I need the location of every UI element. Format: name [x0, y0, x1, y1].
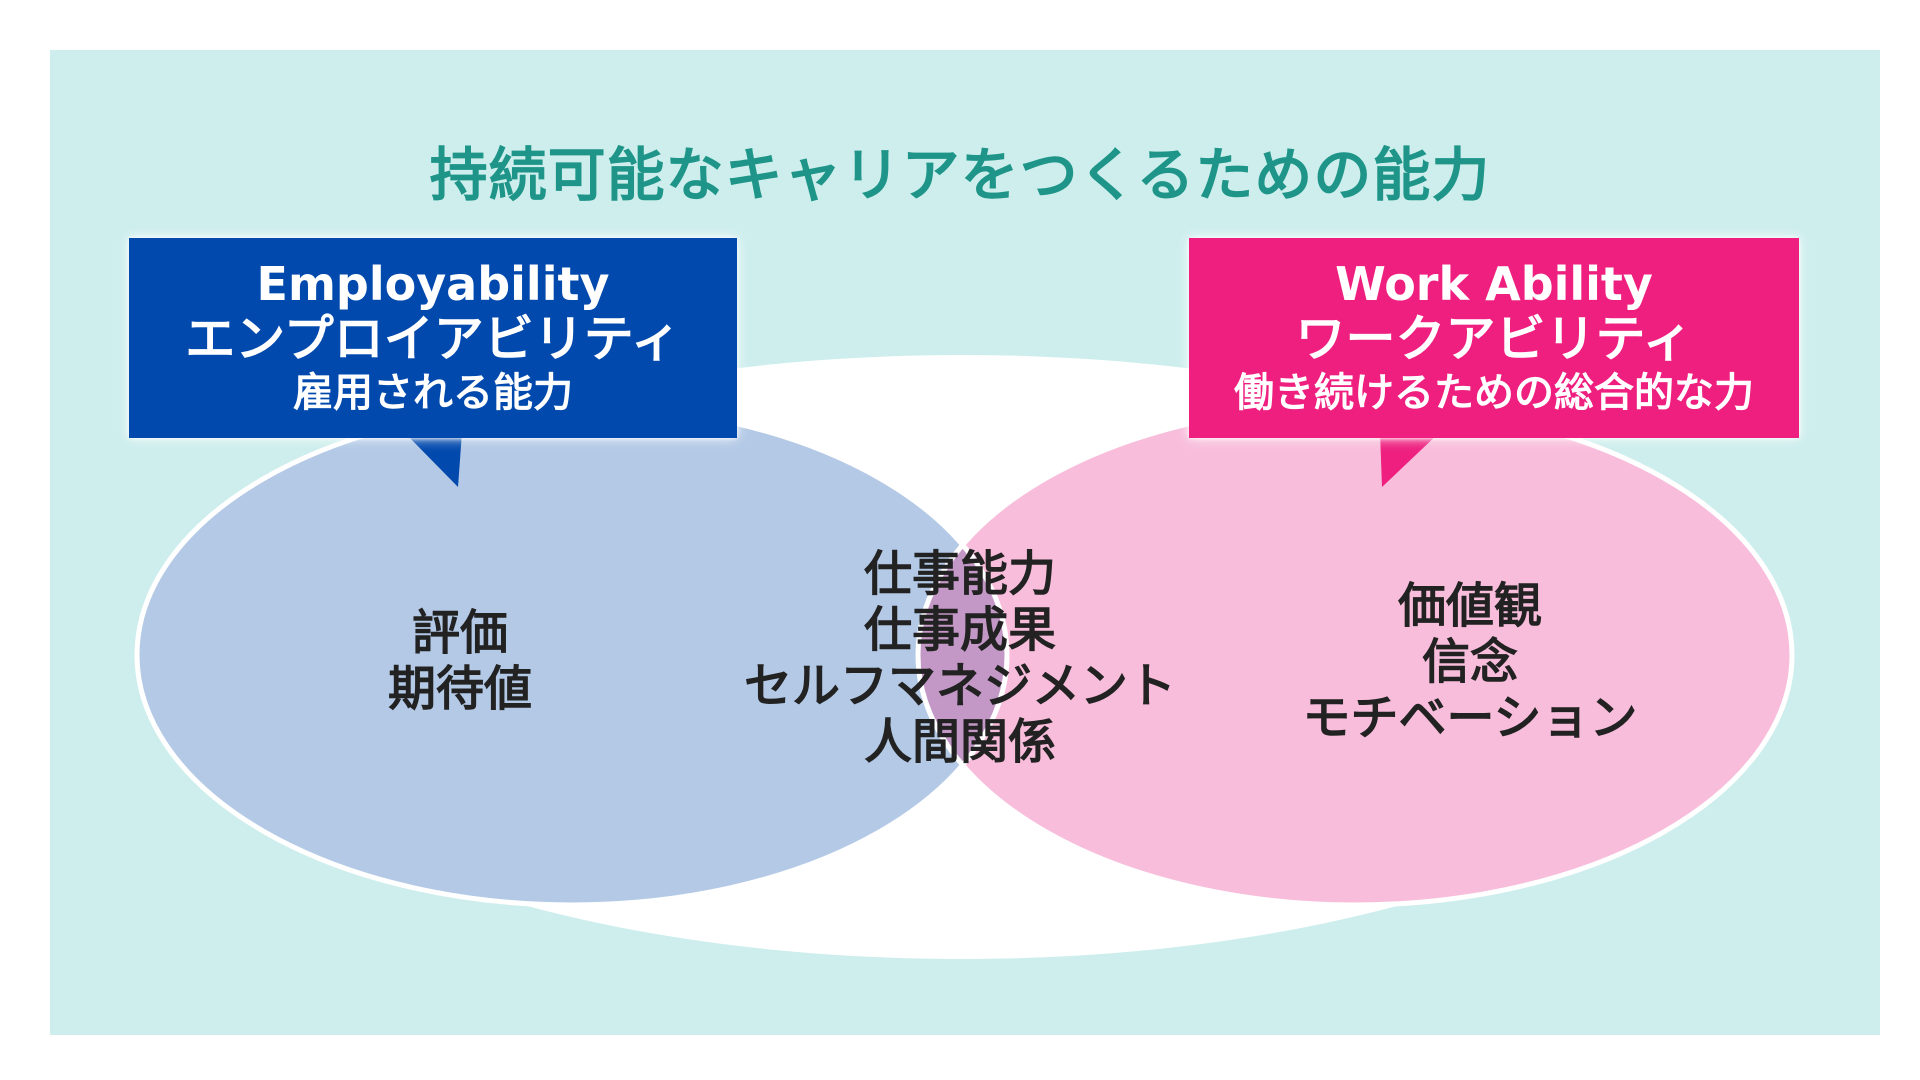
- right-callout-tail: [1380, 432, 1440, 487]
- center-region-text: 仕事能力 仕事成果 セルフマネジメント 人間関係: [720, 546, 1200, 770]
- page-title: 持続可能なキャリアをつくるための能力: [429, 141, 1491, 209]
- left-region-text: 評価 期待値: [340, 605, 580, 717]
- employability-description: 雇用される能力: [293, 370, 573, 416]
- left-callout-tail: [404, 432, 462, 487]
- work-ability-callout: Work Ability ワークアビリティ 働き続けるための総合的な力: [1189, 238, 1799, 438]
- left-region-item: 期待値: [387, 661, 532, 717]
- center-region-item: 仕事成果: [863, 602, 1056, 658]
- work-ability-katakana: ワークアビリティ: [1295, 310, 1693, 368]
- work-ability-description: 働き続けるための総合的な力: [1234, 370, 1754, 416]
- left-circle: [137, 405, 1007, 905]
- center-region-item: 仕事能力: [863, 546, 1056, 602]
- right-region-item: 価値観: [1397, 578, 1542, 634]
- right-circle: [918, 405, 1792, 905]
- work-ability-english: Work Ability: [1335, 257, 1653, 311]
- left-region-item: 評価: [411, 605, 508, 661]
- right-region-item: 信念: [1421, 634, 1518, 690]
- employability-english: Employability: [256, 257, 610, 311]
- employability-callout: Employability エンプロイアビリティ 雇用される能力: [129, 238, 737, 438]
- employability-katakana: エンプロイアビリティ: [185, 310, 681, 368]
- center-region-item: セルフマネジメント: [743, 658, 1176, 714]
- right-region-item: モチベーション: [1302, 690, 1638, 746]
- right-region-text: 価値観 信念 モチベーション: [1250, 578, 1690, 746]
- center-region-item: 人間関係: [863, 714, 1056, 770]
